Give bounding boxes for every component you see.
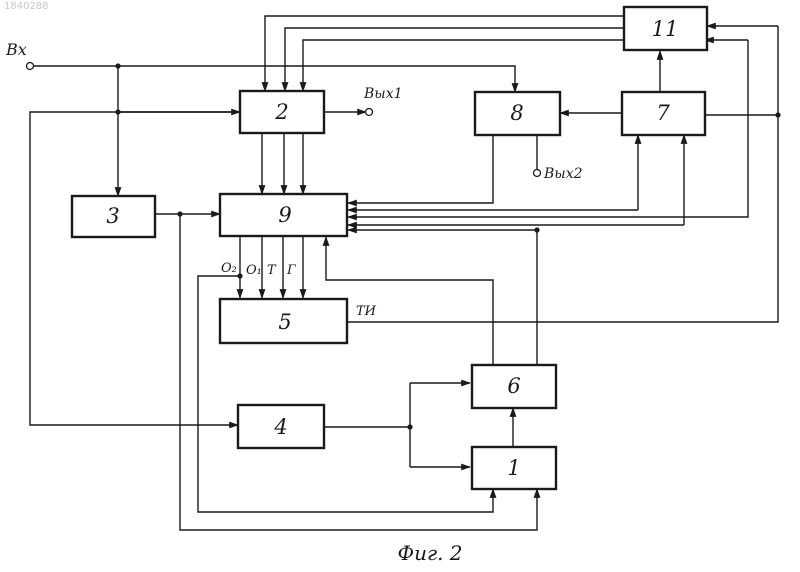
- block-11: 11: [624, 7, 707, 50]
- block-4: 4: [238, 405, 324, 448]
- o2-label: О₂: [221, 261, 237, 276]
- block-6: 6: [472, 365, 556, 408]
- t-label: Т: [267, 263, 277, 278]
- output2-label: Вых2: [543, 166, 583, 182]
- block-5-label: 5: [278, 310, 291, 334]
- block-2-label: 2: [274, 100, 288, 124]
- block-7-label: 7: [656, 101, 670, 125]
- block-2: 2: [240, 91, 324, 133]
- figure-caption: Фиг. 2: [397, 541, 462, 565]
- block-3-label: 3: [106, 204, 119, 228]
- block-9: 9: [220, 194, 347, 236]
- block-3: 3: [72, 196, 155, 237]
- block-9-label: 9: [278, 203, 291, 227]
- block-5: 5: [220, 299, 347, 343]
- block-11-label: 11: [652, 17, 679, 41]
- block-4-label: 4: [273, 415, 287, 439]
- ti-label: ТИ: [356, 304, 377, 319]
- output1-label: Вых1: [363, 86, 403, 102]
- block-8-label: 8: [510, 101, 523, 125]
- block-6-label: 6: [507, 374, 520, 398]
- block-1: 1: [472, 447, 556, 489]
- g-label: Г: [286, 263, 296, 278]
- block-8: 8: [475, 92, 560, 135]
- block-1-label: 1: [507, 456, 520, 480]
- input-label: Вх: [5, 40, 27, 59]
- o1-label: О₁: [246, 263, 262, 278]
- document-id: 1840288: [4, 1, 49, 12]
- block-7: 7: [622, 92, 705, 135]
